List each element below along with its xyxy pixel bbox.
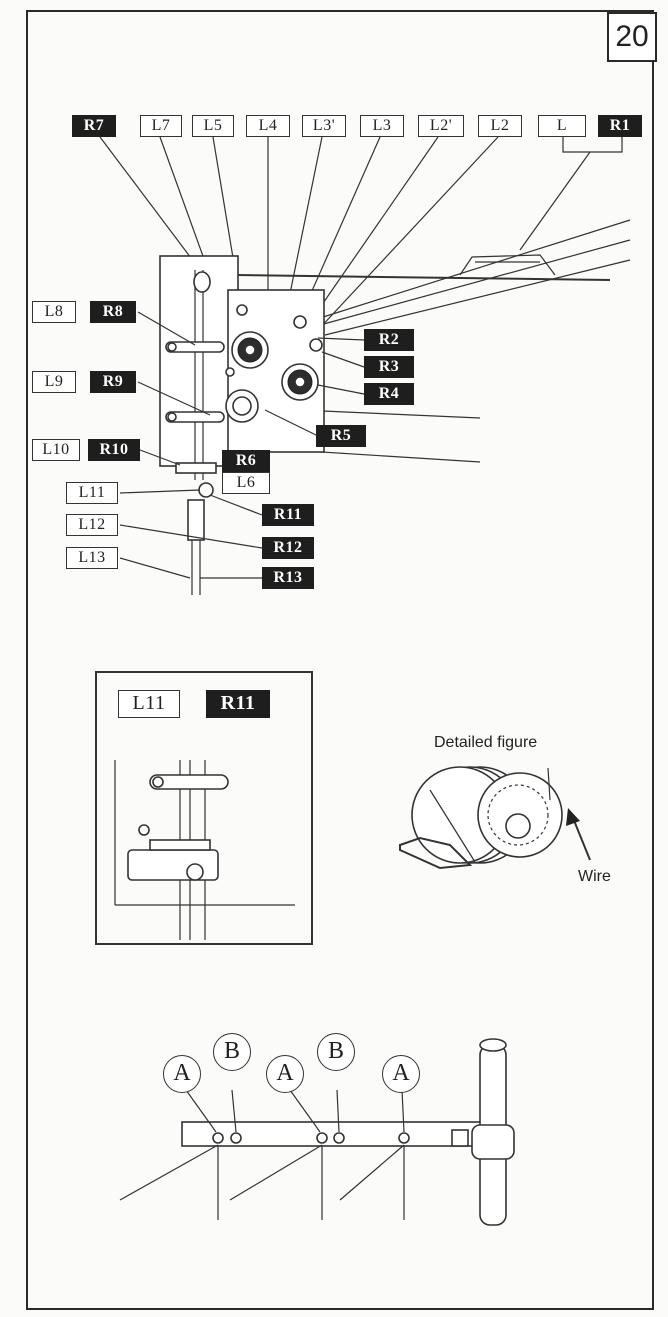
label-L: L (538, 115, 586, 137)
label-L13: L13 (66, 547, 118, 569)
label-R8: R8 (90, 301, 136, 323)
label-R5: R5 (316, 425, 366, 447)
marker-A-3: A (382, 1055, 420, 1093)
label-L11: L11 (66, 482, 118, 504)
marker-A-1: A (163, 1055, 201, 1093)
label-L10: L10 (32, 439, 80, 461)
label-L2-prime: L2' (418, 115, 464, 137)
marker-B-2: B (317, 1033, 355, 1071)
label-L9: L9 (32, 371, 76, 393)
label-R1: R1 (598, 115, 642, 137)
label-R3: R3 (364, 356, 414, 378)
label-L6: L6 (222, 472, 270, 494)
marker-B-1: B (213, 1033, 251, 1071)
wire-label: Wire (578, 868, 611, 885)
label-R13: R13 (262, 567, 314, 589)
label-R10: R10 (88, 439, 140, 461)
label-L3-prime: L3' (302, 115, 346, 137)
label-R6: R6 (222, 450, 270, 472)
machine-head (159, 254, 611, 595)
label-L2: L2 (478, 115, 522, 137)
inset-label-L11: L11 (118, 690, 180, 718)
marker-A-2: A (266, 1055, 304, 1093)
label-R12: R12 (262, 537, 314, 559)
label-L3: L3 (360, 115, 404, 137)
side-leader-lines (119, 311, 365, 579)
label-L5: L5 (192, 115, 234, 137)
label-L7: L7 (140, 115, 182, 137)
page-frame (26, 10, 654, 1310)
label-R7: R7 (72, 115, 116, 137)
thread-guide-bar (119, 1038, 515, 1226)
page-number: 20 (607, 12, 657, 62)
detailed-figure-title: Detailed figure (434, 734, 538, 751)
label-R11: R11 (262, 504, 314, 526)
top-leader-lines (99, 136, 623, 331)
label-L4: L4 (246, 115, 290, 137)
label-R9: R9 (90, 371, 136, 393)
detailed-figure (399, 766, 591, 870)
inset-detail (95, 671, 313, 945)
inset-label-R11: R11 (206, 690, 270, 718)
label-R4: R4 (364, 383, 414, 405)
label-L8: L8 (32, 301, 76, 323)
label-R2: R2 (364, 329, 414, 351)
label-L12: L12 (66, 514, 118, 536)
